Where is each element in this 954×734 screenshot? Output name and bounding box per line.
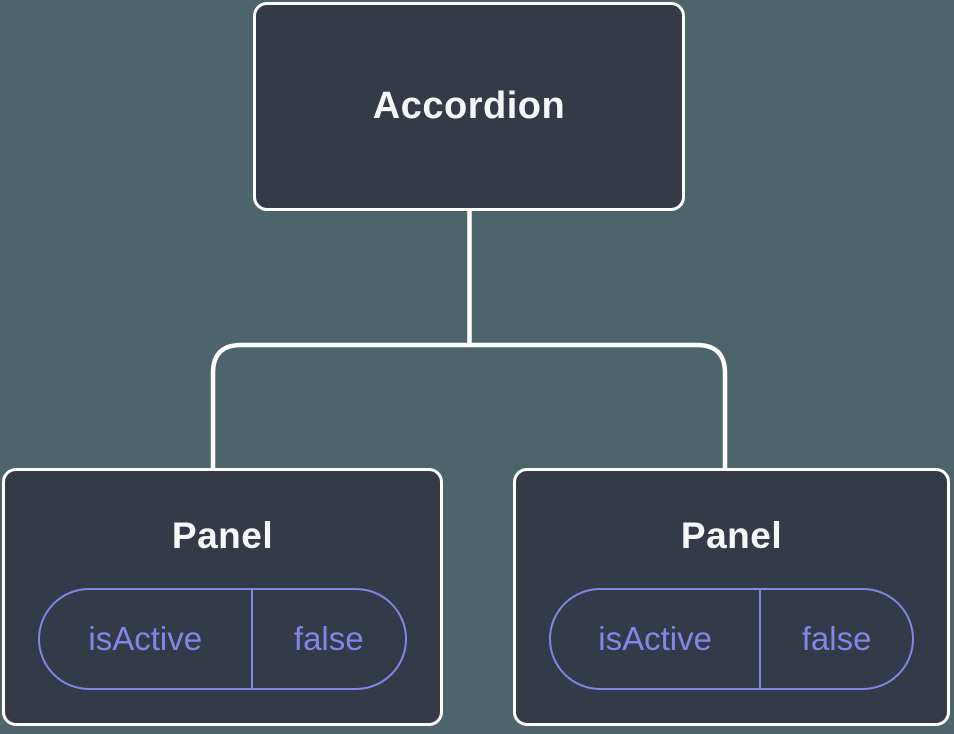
panel-node-label: Panel	[680, 515, 783, 556]
panel-node-left: Panel isActive false	[2, 468, 443, 726]
panel-node-right: Panel isActive false	[513, 468, 950, 726]
state-key: isActive	[598, 620, 712, 657]
state-key: isActive	[88, 620, 203, 657]
state-value: false	[759, 590, 912, 688]
state-value: false	[250, 590, 405, 688]
connector-bracket	[210, 342, 728, 470]
panel-node-label: Panel	[171, 515, 274, 556]
state-pill: isActive false	[549, 588, 914, 690]
state-pill: isActive false	[38, 588, 407, 690]
accordion-node-label: Accordion	[372, 85, 566, 127]
accordion-node: Accordion	[253, 2, 685, 211]
